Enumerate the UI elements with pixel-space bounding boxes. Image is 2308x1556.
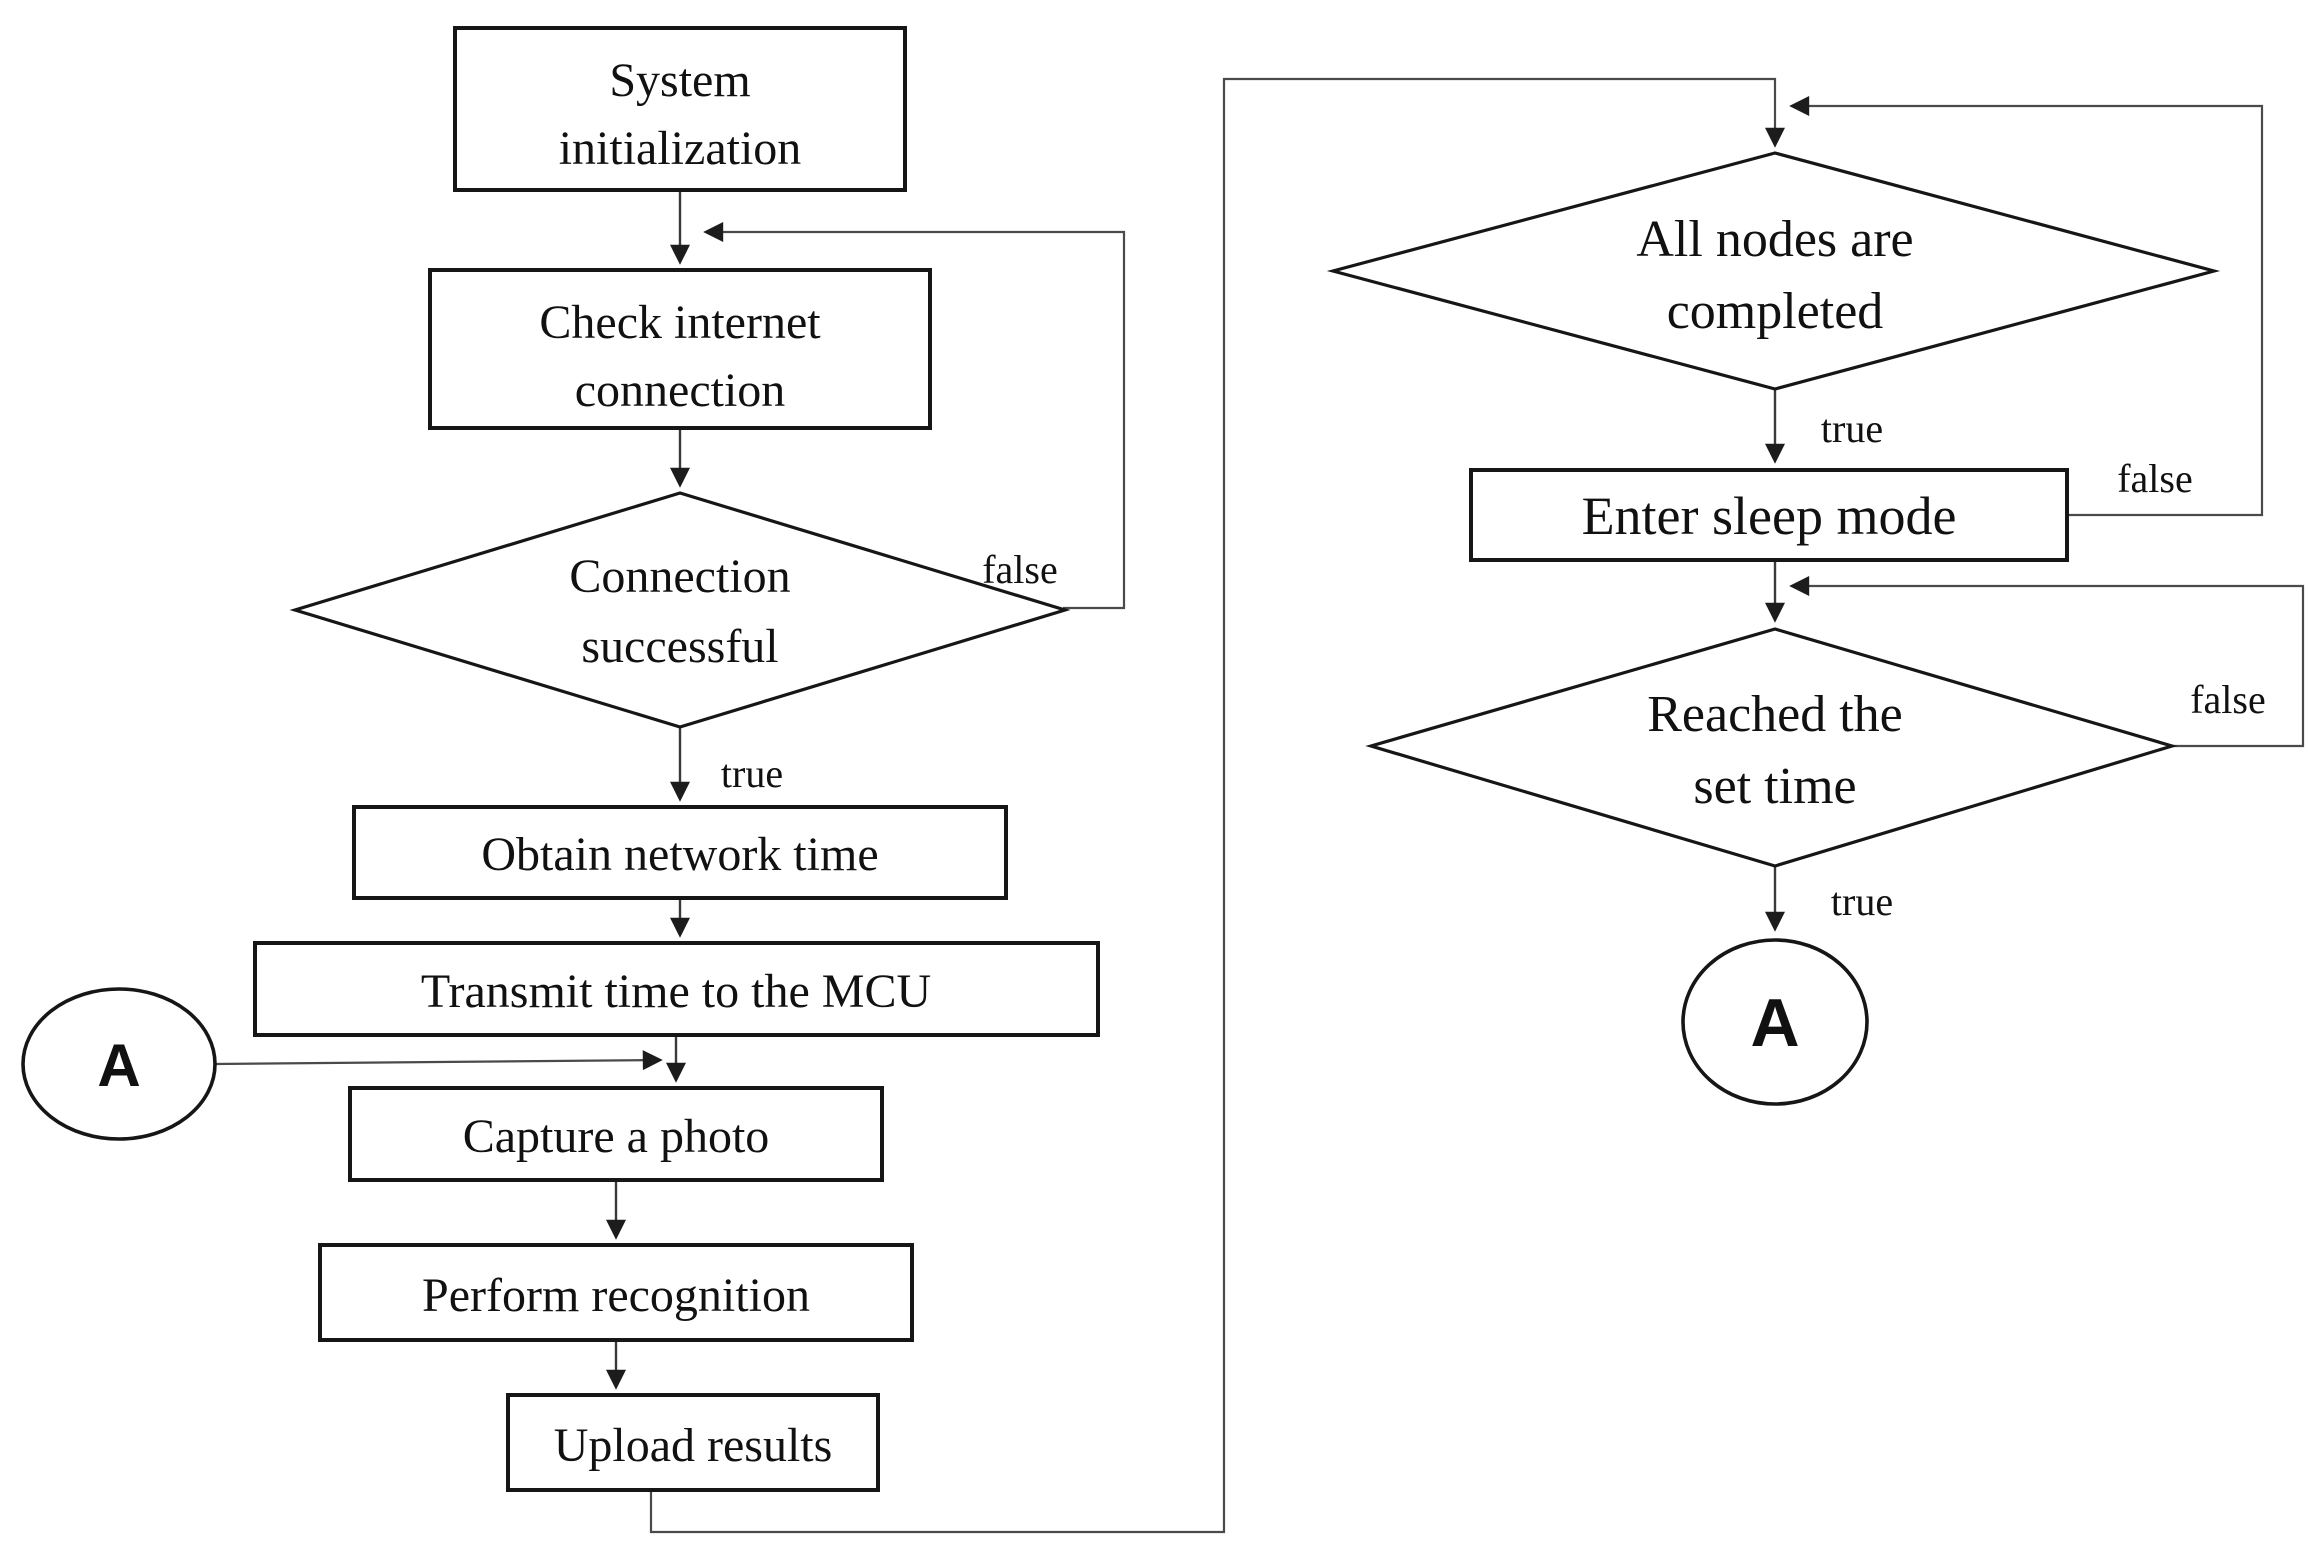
- branch-labels: false true true false false true: [721, 406, 2266, 924]
- edge-upload-to-all-nodes: [649, 77, 1785, 1534]
- connector-a-left: A: [21, 987, 217, 1141]
- capture-photo-label: Capture a photo: [463, 1110, 770, 1163]
- check-internet-box: [428, 268, 932, 430]
- connection-successful-label-line2: successful: [581, 620, 778, 673]
- perform-recognition-box: [318, 1243, 914, 1342]
- capture-photo-box: [348, 1086, 884, 1182]
- connector-a-right-letter: A: [1750, 985, 1799, 1061]
- connector-a-left-circle: [21, 987, 217, 1141]
- edge-enter-sleep-false-loop: [1789, 96, 2264, 517]
- reached-set-time-diamond: [1365, 627, 2178, 868]
- connector-a-right-circle: [1681, 938, 1869, 1106]
- enter-sleep-mode-box: [1469, 468, 2069, 562]
- label-connection-true: true: [721, 751, 783, 796]
- connection-successful-label-line1: Connection: [569, 550, 790, 603]
- node-enter-sleep-mode: Enter sleep mode: [1469, 468, 2069, 562]
- connector-a-right: A: [1681, 938, 1869, 1106]
- node-check-internet-connection: Check internet connection: [428, 268, 932, 430]
- node-system-initialization: System initialization: [453, 26, 907, 192]
- label-all-nodes-true: true: [1821, 406, 1883, 451]
- decision-all-nodes-completed: All nodes are completed: [1326, 151, 2221, 391]
- transmit-time-box: [253, 941, 1100, 1037]
- reached-set-time-label-line1: Reached the: [1647, 686, 1903, 743]
- decision-connection-successful: Connection successful: [289, 491, 1071, 729]
- node-transmit-time-to-mcu: Transmit time to the MCU: [253, 941, 1100, 1037]
- node-obtain-network-time: Obtain network time: [352, 805, 1008, 900]
- obtain-network-time-box: [352, 805, 1008, 900]
- obtain-network-time-label: Obtain network time: [481, 828, 878, 881]
- system-initialization-label-line1: System: [609, 54, 750, 107]
- system-initialization-label-line2: initialization: [559, 122, 802, 175]
- check-internet-label-line1: Check internet: [539, 296, 821, 349]
- label-enter-sleep-false: false: [2117, 456, 2193, 501]
- enter-sleep-mode-label: Enter sleep mode: [1582, 486, 1957, 546]
- edge-reached-false-loop: [1789, 576, 2305, 748]
- edge-connection-false-loop: [703, 222, 1126, 610]
- label-reached-false: false: [2190, 677, 2266, 722]
- label-connection-false: false: [982, 547, 1058, 592]
- decision-reached-set-time: Reached the set time: [1365, 627, 2178, 868]
- edges: [214, 77, 2305, 1534]
- node-capture-a-photo: Capture a photo: [348, 1086, 884, 1182]
- perform-recognition-label: Perform recognition: [422, 1269, 810, 1322]
- connection-successful-diamond: [289, 491, 1071, 729]
- node-perform-recognition: Perform recognition: [318, 1243, 914, 1342]
- upload-results-box: [506, 1393, 880, 1492]
- connector-a-left-letter: A: [97, 1032, 140, 1099]
- reached-set-time-label-line2: set time: [1693, 758, 1856, 815]
- system-initialization-box: [453, 26, 907, 192]
- all-nodes-completed-label-line1: All nodes are: [1636, 211, 1913, 268]
- node-upload-results: Upload results: [506, 1393, 880, 1492]
- edge-a-left-to-capture: [214, 1050, 663, 1071]
- upload-results-label: Upload results: [554, 1419, 833, 1472]
- all-nodes-completed-diamond: [1326, 151, 2221, 391]
- check-internet-label-line2: connection: [575, 364, 786, 417]
- all-nodes-completed-label-line2: completed: [1667, 283, 1884, 340]
- transmit-time-label: Transmit time to the MCU: [421, 965, 931, 1018]
- label-reached-true: true: [1831, 879, 1893, 924]
